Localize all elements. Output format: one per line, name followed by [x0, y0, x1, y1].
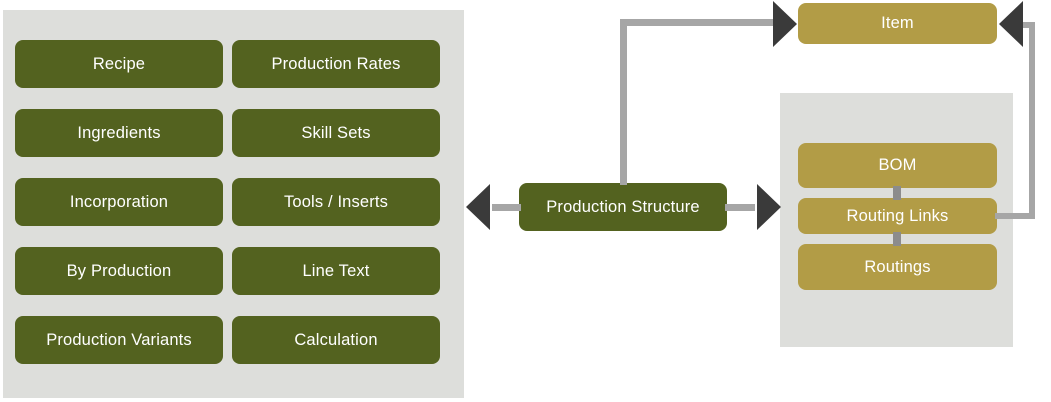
arrow-left-into-item-icon: [999, 1, 1023, 47]
connector-production-structure-up: [620, 19, 627, 185]
connector-feedback-bottom: [995, 213, 1035, 219]
arrow-left-icon: [466, 184, 490, 230]
node-skill-sets[interactable]: Skill Sets: [232, 109, 440, 157]
node-production-variants[interactable]: Production Variants: [15, 316, 223, 364]
node-routings[interactable]: Routings: [798, 244, 997, 290]
node-recipe[interactable]: Recipe: [15, 40, 223, 88]
node-routing-links[interactable]: Routing Links: [798, 198, 997, 234]
connector-routing-links-to-routings: [893, 232, 901, 246]
node-incorporation[interactable]: Incorporation: [15, 178, 223, 226]
node-by-production[interactable]: By Production: [15, 247, 223, 295]
node-production-structure[interactable]: Production Structure: [519, 183, 727, 231]
node-ingredients[interactable]: Ingredients: [15, 109, 223, 157]
arrow-right-icon: [757, 184, 781, 230]
connector-bom-to-routing-links: [893, 186, 901, 200]
connector-feedback-vertical: [1029, 22, 1035, 219]
connector-production-structure-left: [492, 204, 521, 211]
connector-top-run-to-item: [620, 19, 783, 26]
node-bom[interactable]: BOM: [798, 143, 997, 188]
node-calculation[interactable]: Calculation: [232, 316, 440, 364]
arrow-right-into-item-icon: [773, 1, 797, 47]
node-item[interactable]: Item: [798, 3, 997, 44]
connector-production-structure-right: [725, 204, 755, 211]
node-line-text[interactable]: Line Text: [232, 247, 440, 295]
node-tools-inserts[interactable]: Tools / Inserts: [232, 178, 440, 226]
node-production-rates[interactable]: Production Rates: [232, 40, 440, 88]
